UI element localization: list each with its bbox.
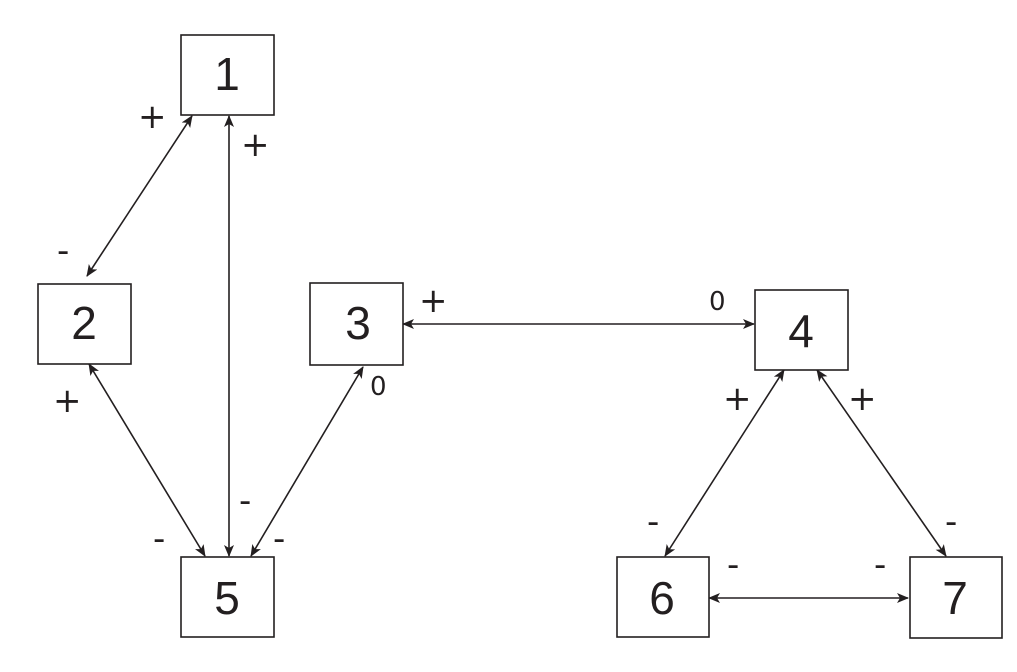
node-2: 2 (37, 283, 132, 365)
edge-4-7-sign-at-7: - (945, 502, 957, 542)
edge-4-6-sign-at-6: - (647, 502, 659, 542)
node-4-label: 4 (788, 305, 814, 357)
edge-6-7-sign-at-6: - (727, 545, 739, 585)
edge-1-2-sign-at-1: + (138, 97, 167, 137)
node-7-label: 7 (942, 572, 968, 624)
node-6: 6 (616, 556, 710, 638)
node-2-label: 2 (71, 297, 97, 349)
edge-3-4: + 0 (402, 281, 755, 329)
edge-4-7-sign-at-4: + (848, 379, 877, 419)
node-7: 7 (909, 556, 1003, 639)
edge-1-2: + - (57, 97, 193, 277)
node-5: 5 (180, 556, 275, 638)
edge-2-5-sign-at-5: - (153, 519, 165, 559)
edge-4-7: + - (816, 369, 957, 557)
edge-2-5-sign-at-2: + (53, 381, 82, 421)
edge-1-5-sign-at-1: + (241, 125, 270, 165)
edge-3-5: 0 - (250, 366, 387, 559)
edge-1-2-sign-at-2: - (57, 231, 69, 271)
edge-1-5-sign-at-5: - (239, 481, 251, 521)
edge-3-5-sign-at-3: 0 (370, 372, 387, 402)
edge-6-7-sign-at-7: - (874, 545, 886, 585)
node-4: 4 (754, 289, 849, 371)
edge-4-6-sign-at-4: + (723, 379, 752, 419)
edge-6-7: - - (708, 545, 909, 603)
edge-3-5-sign-at-5: - (273, 519, 285, 559)
node-3: 3 (309, 282, 404, 366)
edge-3-4-sign-at-3: + (419, 281, 448, 321)
edge-4-6: + - (647, 369, 785, 557)
edge-3-4-sign-at-4: 0 (709, 287, 726, 317)
node-5-label: 5 (214, 572, 240, 624)
edge-2-5: + - (53, 363, 206, 559)
node-6-label: 6 (649, 572, 675, 624)
node-3-label: 3 (345, 297, 371, 349)
edge-1-5: + - (224, 115, 270, 557)
node-1: 1 (180, 34, 275, 116)
node-1-label: 1 (214, 48, 240, 100)
